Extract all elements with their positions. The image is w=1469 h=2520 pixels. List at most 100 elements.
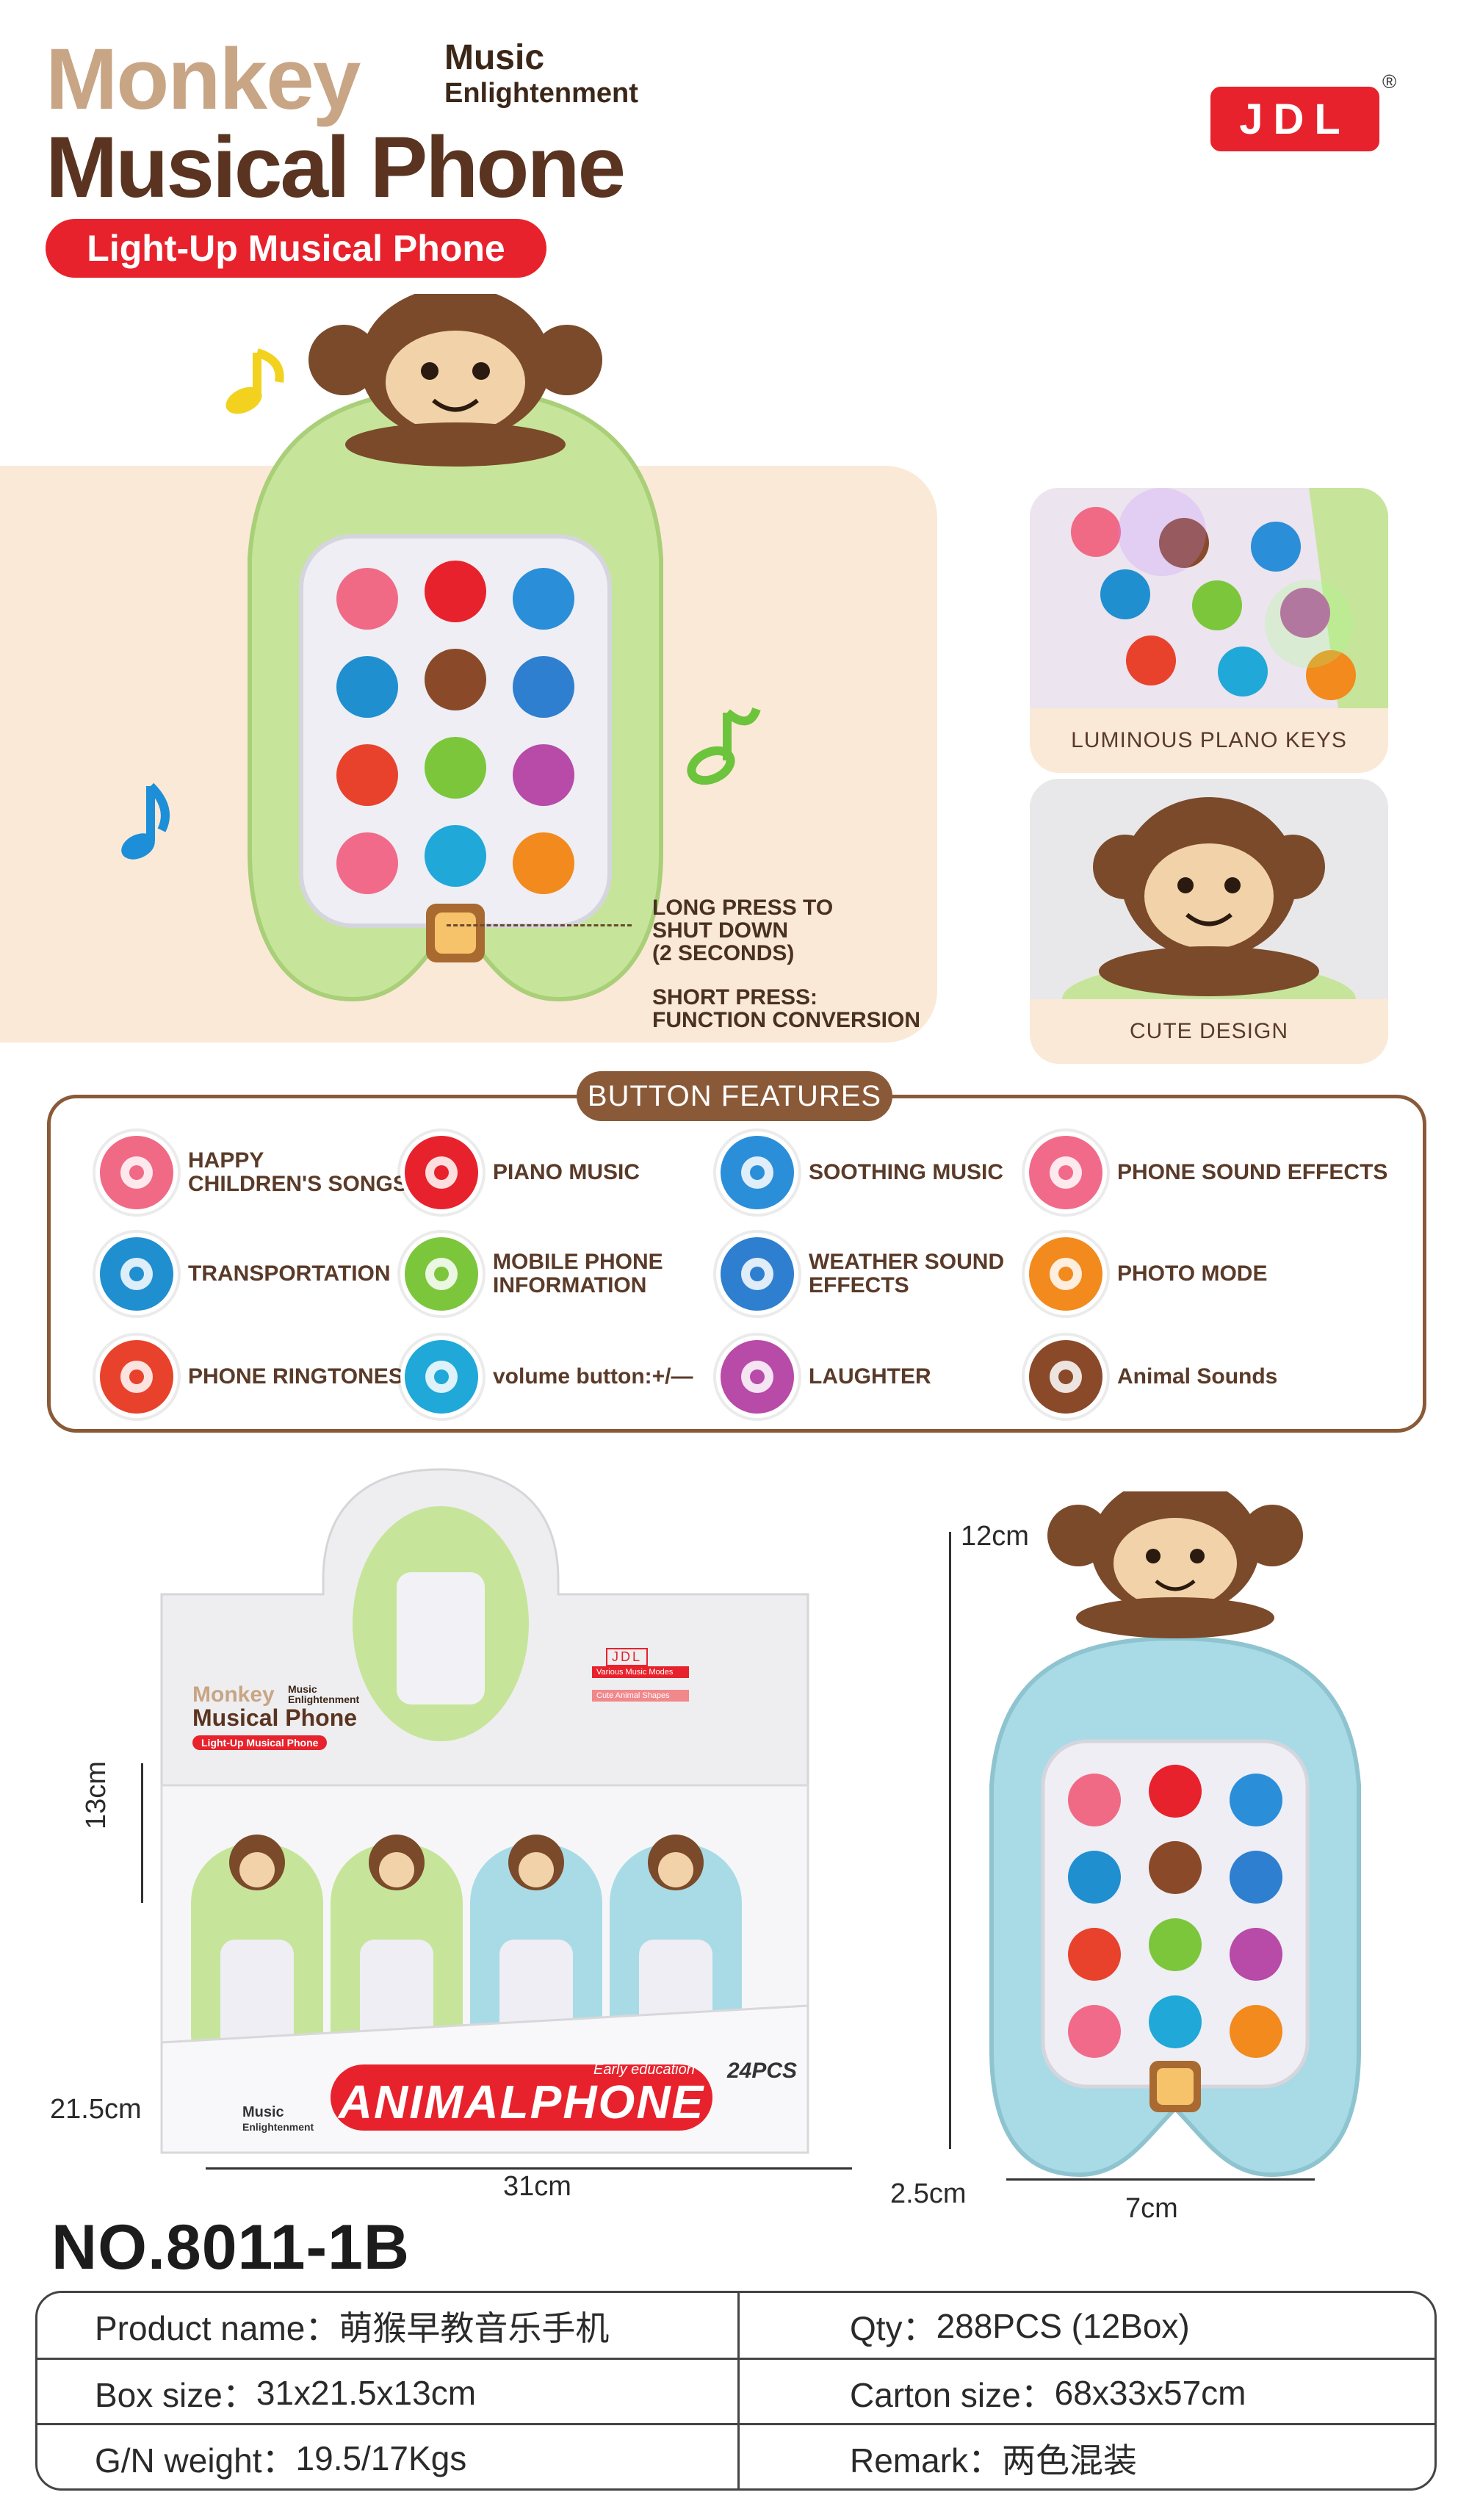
box-depth-label: 21.5cm [50, 2094, 142, 2125]
box-title-musical-phone: Musical Phone [192, 1704, 358, 1731]
display-box-photo [160, 1468, 809, 2154]
feature-item: PHONE SOUND EFFECTS [1025, 1131, 1387, 1214]
spec-cell: Product name：萌猴早教音乐手机 [95, 2293, 609, 2359]
product-depth-label: 2.5cm [890, 2178, 967, 2209]
callout-long-line-1: LONG PRESS TO [652, 896, 834, 920]
callout-leader-line [447, 924, 632, 926]
baby-face-icon [716, 1336, 798, 1418]
box-tagline: Light-Up Musical Phone [192, 1735, 328, 1750]
spec-key: Carton size： [850, 2376, 1055, 2414]
box-front-music-2: Enlightenment [242, 2121, 314, 2133]
music-note-green-icon [687, 707, 761, 785]
box-subtitle-music: Music [288, 1683, 317, 1695]
car-icon [95, 1233, 178, 1315]
subtitle-music: Music [444, 38, 545, 77]
product-width-line [1006, 2178, 1315, 2181]
phone-monkey-head [308, 294, 602, 467]
music-note-yellow-icon [225, 348, 284, 414]
button-features-title: BUTTON FEATURES [577, 1071, 892, 1121]
feature-item: volume button:+/— [400, 1336, 693, 1418]
moon-icon [716, 1131, 798, 1214]
box-brand: JDL [606, 1648, 649, 1666]
inset-cute-design: CUTE DESIGN [1030, 779, 1388, 1064]
feature-item: MOBILE PHONE INFORMATION [400, 1233, 663, 1315]
feature-label: Animal Sounds [1117, 1364, 1278, 1389]
box-front-pcs: 24PCS [727, 2059, 798, 2083]
box-height-label: 13cm [81, 1761, 112, 1829]
inset-luminous-keys: LUMINOUS PLANO KEYS [1030, 488, 1388, 773]
feature-item: HAPPY CHILDREN'S SONGS [95, 1131, 408, 1214]
feature-label: TRANSPORTATION [188, 1261, 391, 1286]
box-chip-2: Cute Animal Shapes [592, 1690, 689, 1702]
spec-value: 萌猴早教音乐手机 [339, 2309, 610, 2347]
spec-cell: G/N weight：19.5/17Kgs [95, 2425, 466, 2491]
spec-value: 19.5/17Kgs [295, 2439, 467, 2477]
registered-mark: ® [1382, 71, 1397, 93]
spec-key: Qty： [850, 2309, 936, 2347]
callout-long-line-3: (2 SECONDS) [652, 941, 795, 965]
inset-luminous-photo [1030, 488, 1388, 708]
bear-icon [1025, 1336, 1107, 1418]
spec-table: Product name：萌猴早教音乐手机 Qty：288PCS (12Box)… [35, 2291, 1437, 2491]
box-title-monkey: Monkey [192, 1682, 275, 1707]
music-note-icon [95, 1131, 178, 1214]
callout-short-line-1: SHORT PRESS: [652, 985, 818, 1009]
title-monkey: Monkey [46, 31, 361, 128]
feature-label: PHOTO MODE [1117, 1261, 1268, 1286]
feature-label: HAPPY CHILDREN'S SONGS [188, 1148, 408, 1196]
model-number: NO.8011-1B [51, 2212, 411, 2283]
spec-cell: Carton size：68x33x57cm [850, 2360, 1246, 2426]
speaker-icon [400, 1336, 483, 1418]
sun-cloud-icon [716, 1233, 798, 1315]
inset-caption-luminous: LUMINOUS PLANO KEYS [1071, 728, 1347, 752]
feature-label: LAUGHTER [809, 1364, 931, 1389]
spec-key: Box size： [95, 2376, 256, 2414]
product-height-label: 12cm [961, 1521, 1029, 1552]
camera-icon [1025, 1233, 1107, 1315]
box-front-music-1: Music [242, 2104, 284, 2120]
spec-cell: Qty：288PCS (12Box) [850, 2293, 1190, 2359]
box-width-label: 31cm [503, 2171, 571, 2202]
feature-item: LAUGHTER [716, 1336, 931, 1418]
spec-key: Remark： [850, 2441, 1003, 2480]
product-width-label: 7cm [1125, 2193, 1178, 2224]
music-note-blue-icon [121, 782, 170, 860]
spec-value: 68x33x57cm [1054, 2374, 1246, 2412]
feature-item: TRANSPORTATION [95, 1233, 391, 1315]
box-front-banner: ANIMALPHONE [338, 2076, 705, 2128]
spec-row-3: G/N weight：19.5/17Kgs Remark：两色混装 [37, 2423, 1434, 2491]
spec-value: 31x21.5x13cm [256, 2374, 477, 2412]
box-front-early: Early education [593, 2062, 695, 2078]
spec-key: G/N weight： [95, 2441, 296, 2480]
box-chip-1: Various Music Modes [592, 1666, 689, 1678]
green-phone-toy [248, 294, 663, 1002]
feature-item: PIANO MUSIC [400, 1131, 640, 1214]
spec-divider [737, 2293, 740, 2488]
feature-label: SOOTHING MUSIC [809, 1160, 1004, 1184]
feature-label: PHONE SOUND EFFECTS [1117, 1160, 1388, 1184]
telephone-icon [1025, 1131, 1107, 1214]
feature-label: PIANO MUSIC [493, 1160, 640, 1184]
spec-value: 两色混装 [1002, 2441, 1138, 2480]
callout-short-press: SHORT PRESS: FUNCTION CONVERSION [652, 986, 920, 1032]
feature-label: PHONE RINGTONES [188, 1364, 403, 1389]
blue-phone-toy [989, 1491, 1361, 2178]
spec-cell: Box size：31x21.5x13cm [95, 2360, 476, 2426]
subtitle-enlightenment: Enlightenment [444, 78, 638, 109]
title-musical-phone: Musical Phone [46, 119, 626, 216]
feature-item: PHONE RINGTONES [95, 1336, 403, 1418]
feature-item: Animal Sounds [1025, 1336, 1277, 1418]
box-width-line [206, 2167, 852, 2170]
feature-item: SOOTHING MUSIC [716, 1131, 1003, 1214]
feature-label: MOBILE PHONE INFORMATION [493, 1250, 663, 1297]
box-subtitle-enlightenment: Enlightenment [288, 1693, 360, 1705]
brand-logo: JDL [1210, 87, 1379, 151]
feature-label: volume button:+/— [493, 1364, 693, 1389]
piano-icon [400, 1131, 483, 1214]
box-height-line [141, 1763, 143, 1903]
box-front-music: Music Enlightenment [242, 2105, 314, 2134]
inset-cute-photo [1030, 779, 1388, 1036]
spec-value: 288PCS (12Box) [936, 2307, 1190, 2345]
callout-short-line-2: FUNCTION CONVERSION [652, 1008, 921, 1032]
feature-label: WEATHER SOUND EFFECTS [809, 1250, 1005, 1297]
